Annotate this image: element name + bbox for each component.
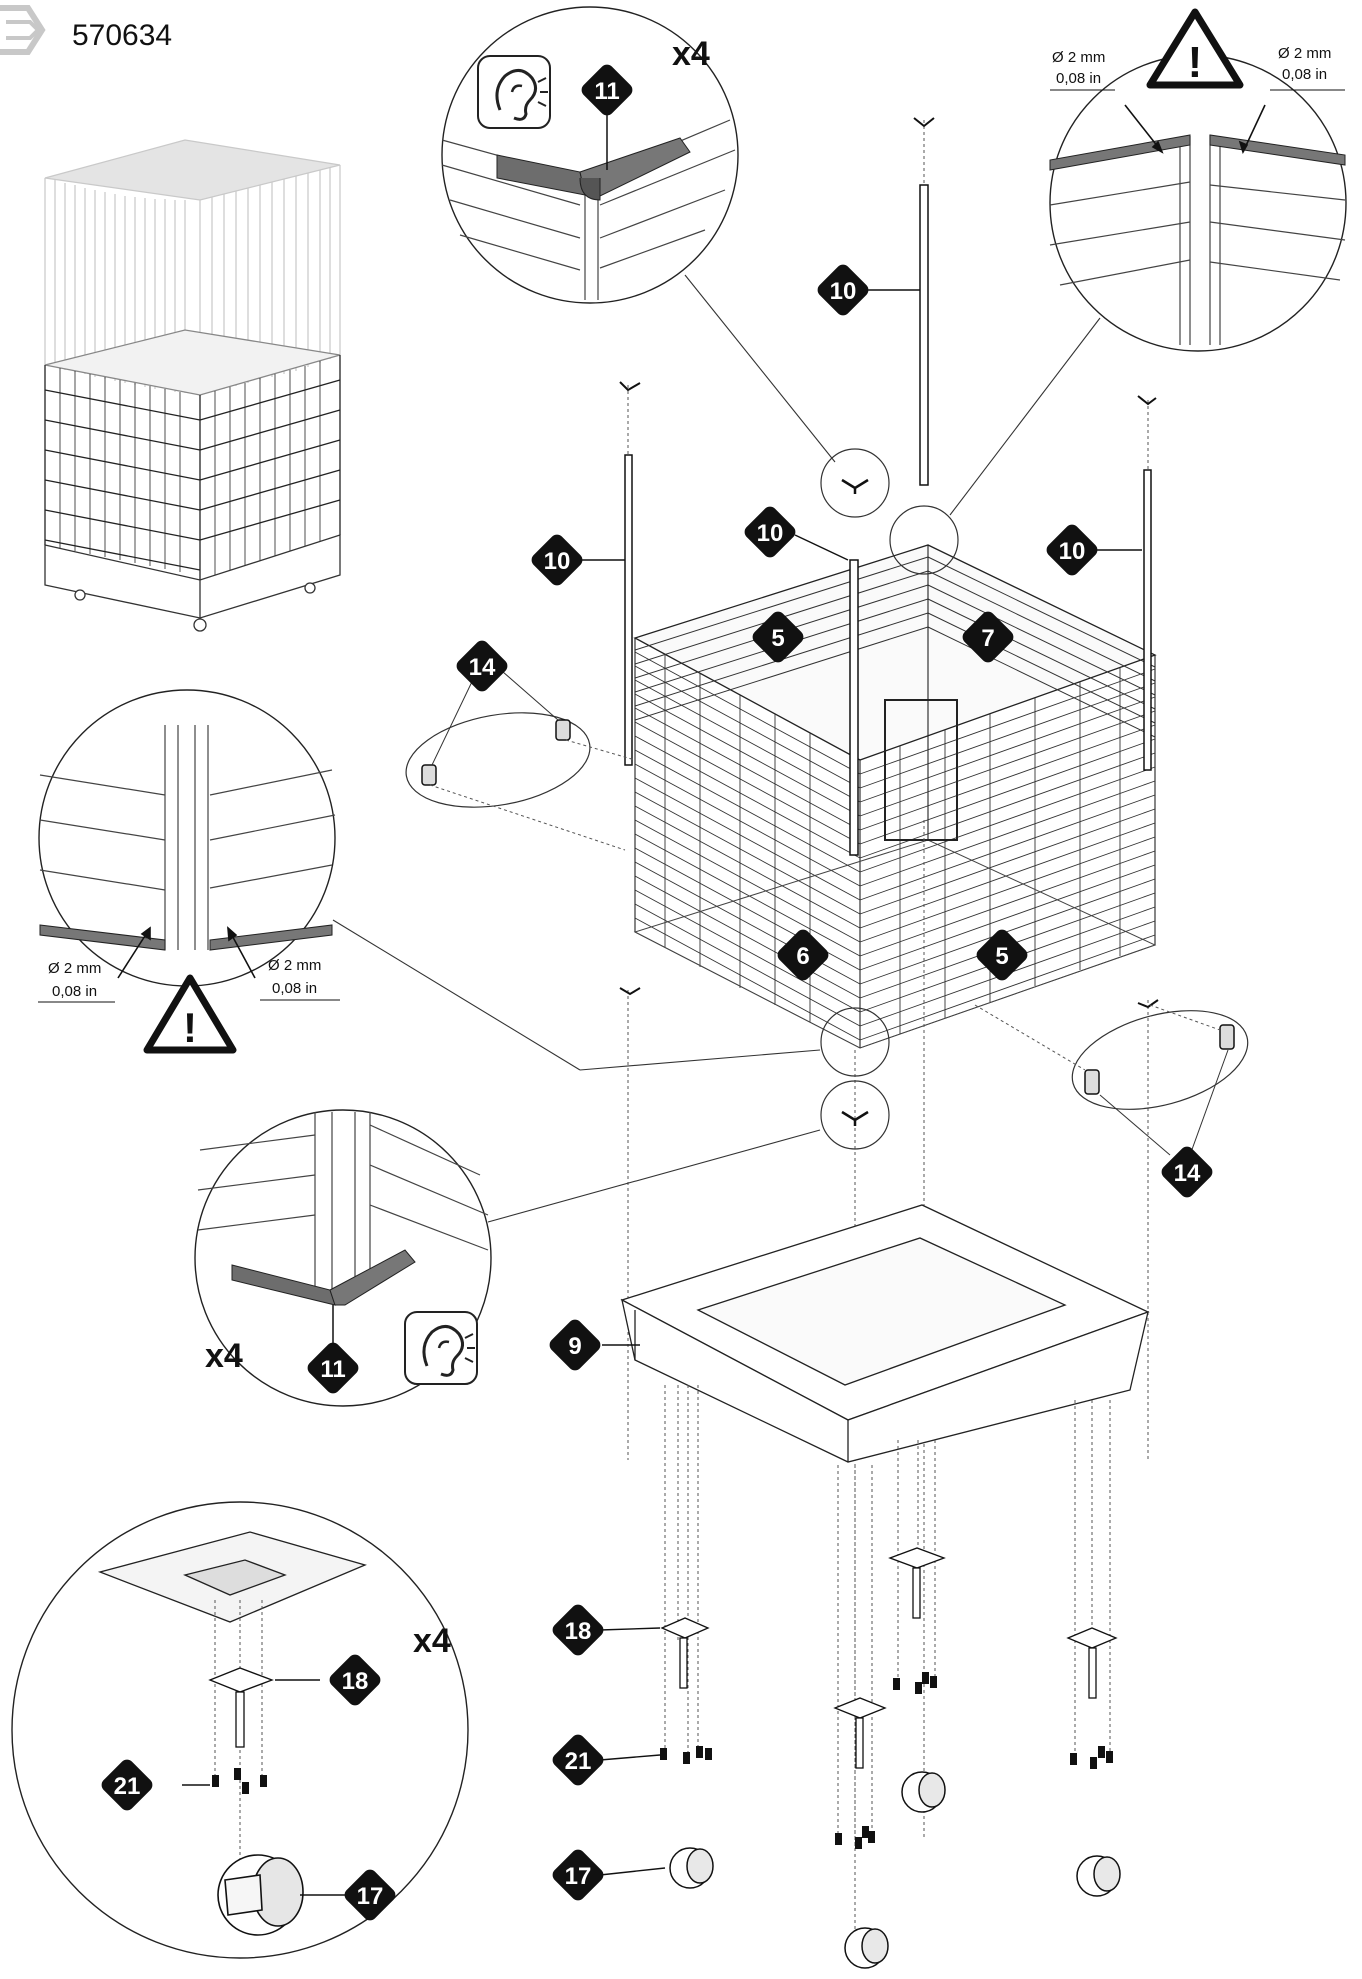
- dim-ml-right-mm: Ø 2 mm: [268, 957, 321, 974]
- part-label-18: 18: [549, 1601, 607, 1659]
- part-label-10-center: 10: [814, 261, 872, 319]
- part-label-9: 9: [546, 1316, 604, 1374]
- svg-text:5: 5: [771, 625, 784, 652]
- detail-gap-top-right: Ø 2 mm 0,08 in Ø 2 mm 0,08 in !: [1049, 8, 1347, 352]
- dim-tr-right-mm: Ø 2 mm: [1278, 45, 1331, 62]
- svg-text:5: 5: [995, 943, 1008, 970]
- part-label-21-detail: 21: [98, 1756, 156, 1814]
- part-label-18-detail: 18: [326, 1651, 384, 1709]
- part-label-6: 6: [774, 926, 832, 984]
- rods: [624, 184, 1152, 856]
- part-label-14-left: 14: [453, 637, 511, 695]
- svg-text:10: 10: [1059, 538, 1086, 565]
- warning-triangle-icon: !: [1146, 8, 1244, 89]
- dim-ml-left-in: 0,08 in: [52, 983, 97, 1000]
- part-label-14-right: 14: [1158, 1143, 1216, 1201]
- part-label-21: 21: [549, 1731, 607, 1789]
- detail-corner-clip-top: 11 x4: [441, 6, 739, 304]
- detail-corner-clip-bottom: 11 x4: [194, 1109, 492, 1407]
- dim-tr-left-mm: Ø 2 mm: [1052, 49, 1105, 66]
- svg-text:21: 21: [114, 1773, 141, 1800]
- svg-text:14: 14: [469, 654, 496, 681]
- svg-text:10: 10: [830, 278, 857, 305]
- multiplier-bottom: x4: [205, 1337, 243, 1375]
- detail-caster: x4 18 21 17: [11, 1501, 469, 1959]
- part-label-17-detail: 17: [341, 1866, 399, 1924]
- brand-logo-icon: [0, 5, 46, 55]
- part-label-7: 7: [959, 608, 1017, 666]
- svg-text:11: 11: [594, 78, 619, 105]
- svg-text:7: 7: [981, 625, 994, 652]
- svg-text:9: 9: [568, 1333, 581, 1360]
- svg-text:11: 11: [320, 1356, 345, 1383]
- clips-right: [974, 1004, 1249, 1156]
- svg-text:10: 10: [757, 520, 784, 547]
- part-label-10-mid: 10: [741, 503, 799, 561]
- part-label-11-top: 11: [578, 61, 636, 119]
- multiplier-caster: x4: [413, 1622, 451, 1660]
- dim-ml-right-in: 0,08 in: [272, 980, 317, 997]
- multiplier-top: x4: [672, 35, 710, 73]
- svg-text:17: 17: [357, 1883, 384, 1910]
- svg-text:10: 10: [544, 548, 571, 575]
- svg-text:17: 17: [565, 1863, 592, 1890]
- svg-text:!: !: [183, 1004, 197, 1051]
- part-label-10-left: 10: [528, 531, 586, 589]
- svg-text:!: !: [1188, 38, 1203, 87]
- detail-gap-left: Ø 2 mm 0,08 in Ø 2 mm 0,08 in !: [38, 689, 340, 1054]
- svg-text:18: 18: [342, 1668, 369, 1695]
- product-code: 570634: [72, 19, 172, 52]
- svg-text:21: 21: [565, 1748, 592, 1775]
- part-label-11-bottom: 11: [304, 1339, 362, 1397]
- main-cage: [633, 544, 1157, 1049]
- base-tray: [620, 1204, 1150, 1463]
- dim-tr-right-in: 0,08 in: [1282, 66, 1327, 83]
- svg-text:18: 18: [565, 1618, 592, 1645]
- part-label-5-back: 5: [749, 608, 807, 666]
- warning-triangle-icon-left: !: [143, 974, 237, 1054]
- clips-left: [405, 664, 636, 851]
- part-label-17: 17: [549, 1846, 607, 1904]
- svg-text:14: 14: [1174, 1160, 1201, 1187]
- dim-ml-left-mm: Ø 2 mm: [48, 960, 101, 977]
- svg-text:6: 6: [796, 943, 809, 970]
- part-label-5-front: 5: [973, 926, 1031, 984]
- cage-overview: [44, 139, 341, 632]
- part-label-10-right: 10: [1043, 521, 1101, 579]
- dim-tr-left-in: 0,08 in: [1056, 70, 1101, 87]
- ear-click-icon-bottom: [404, 1311, 478, 1385]
- ear-click-icon: [477, 55, 551, 129]
